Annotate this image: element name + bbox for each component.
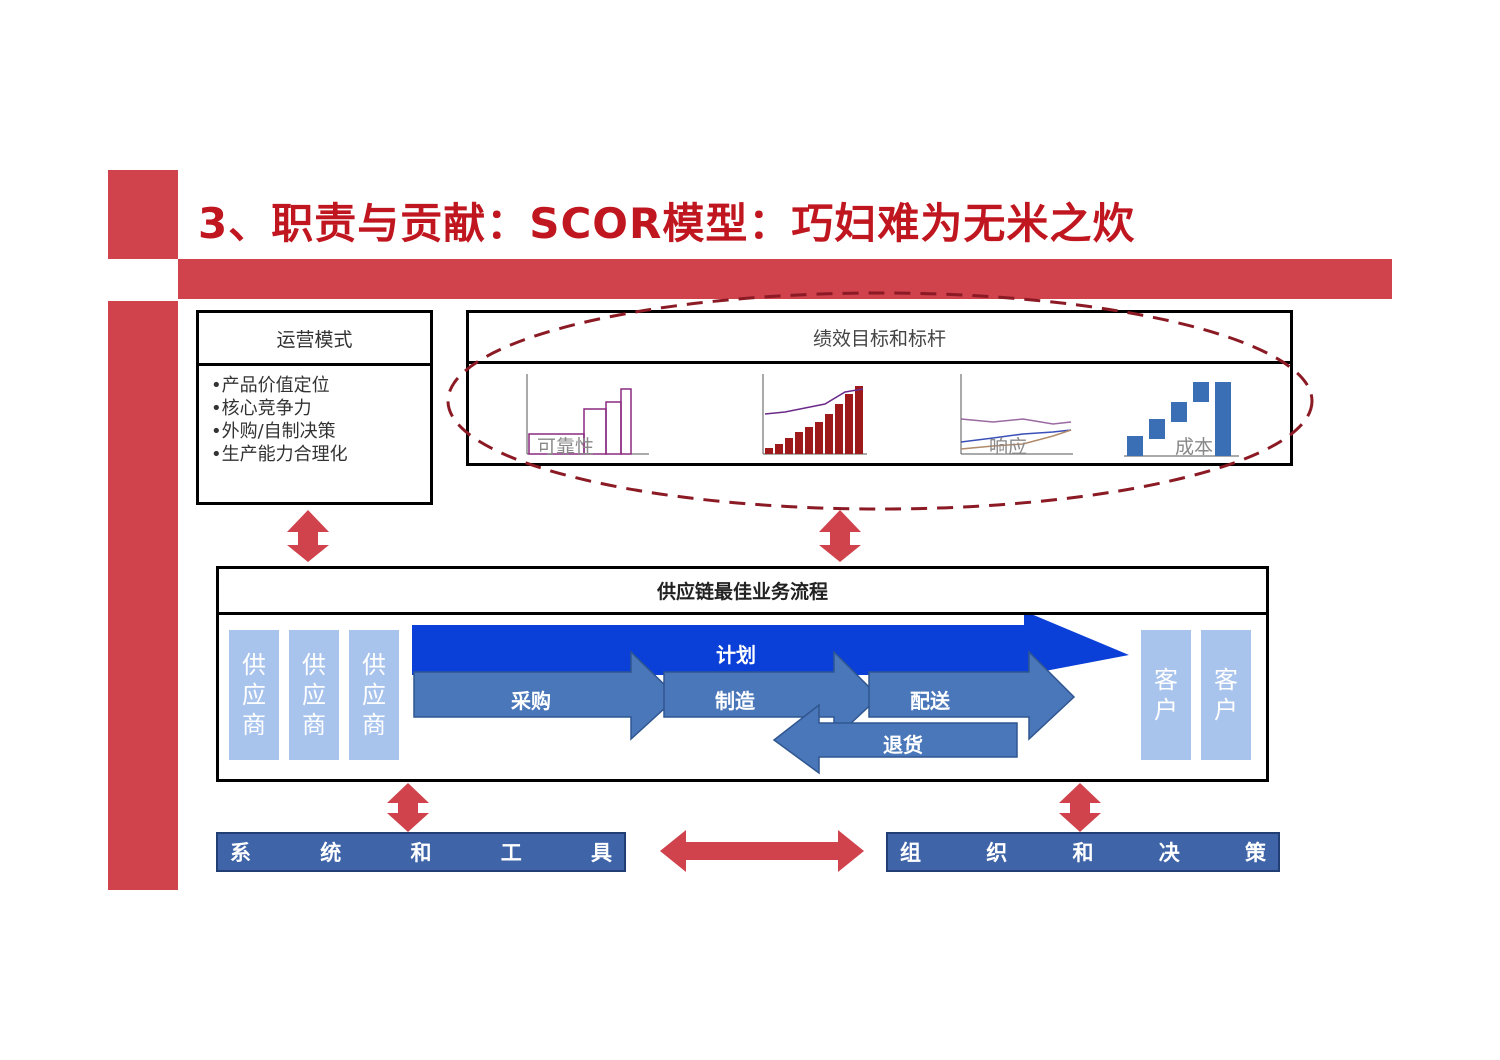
systems-tools-bar: 系 统 和 工 具 <box>216 832 626 872</box>
organization-char: 组 <box>900 841 921 865</box>
systems-char: 具 <box>591 841 612 865</box>
performance-title: 绩效目标和标杆 <box>812 327 946 350</box>
supplier-box: 供 应 商 <box>289 630 339 760</box>
double-arrow-org <box>1059 783 1101 832</box>
red-top-band <box>178 259 1392 299</box>
double-arrow-horizontal <box>660 830 864 872</box>
supplier-box: 供 应 商 <box>229 630 279 760</box>
process-arrows <box>412 615 1129 775</box>
red-left-band <box>108 301 178 890</box>
operations-item: •外购/自制决策 <box>211 421 336 442</box>
organization-char: 策 <box>1245 841 1266 865</box>
plan-arrow <box>412 615 1129 675</box>
reliability-chart <box>526 374 649 455</box>
operations-list: •产品价值定位 •核心竞争力 •外购/自制决策 •生产能力合理化 <box>196 363 433 505</box>
operations-item: •核心竞争力 <box>211 398 312 419</box>
source-label: 采购 <box>511 689 551 713</box>
plan-label: 计划 <box>716 643 756 667</box>
systems-char: 和 <box>410 841 432 865</box>
process-title: 供应链最佳业务流程 <box>656 581 828 603</box>
process-header: 供应链最佳业务流程 <box>216 566 1269 615</box>
deliver-arrow <box>868 650 1076 741</box>
double-arrow-systems <box>387 783 429 832</box>
systems-char: 系 <box>230 841 251 865</box>
customer-box: 客 户 <box>1141 630 1191 760</box>
operations-item: •产品价值定位 <box>211 375 330 396</box>
growth-chart <box>762 374 867 455</box>
process-body: 供 应 商 供 应 商 供 应 商 客 户 客 户 计划 采购 制造 配送 退货 <box>216 612 1269 782</box>
supplier-box: 供 应 商 <box>349 630 399 760</box>
cost-label: 成本 <box>1175 436 1214 458</box>
make-arrow <box>663 650 881 741</box>
organization-char: 和 <box>1072 841 1094 865</box>
double-arrow-perf <box>819 510 861 562</box>
make-label: 制造 <box>715 689 755 713</box>
cost-chart <box>1124 382 1239 457</box>
double-arrow-ops <box>287 510 329 562</box>
operations-header: 运营模式 <box>196 310 433 366</box>
return-label: 退货 <box>883 733 923 757</box>
systems-char: 统 <box>320 841 342 865</box>
highlight-ellipse <box>446 291 1314 511</box>
red-top-tab <box>108 170 178 259</box>
response-label: 响应 <box>989 436 1028 458</box>
deliver-label: 配送 <box>910 689 950 713</box>
return-arrow <box>772 703 1018 775</box>
page-title: 3、职责与贡献：SCOR模型：巧妇难为无米之炊 <box>198 199 1136 248</box>
operations-item: •生产能力合理化 <box>211 444 348 465</box>
systems-char: 工 <box>500 841 522 865</box>
performance-charts: 可靠性 响应 成本 <box>466 361 1293 466</box>
customer-box: 客 户 <box>1201 630 1251 760</box>
organization-decision-bar: 组 织 和 决 策 <box>886 832 1280 872</box>
source-arrow <box>413 650 679 741</box>
response-chart <box>960 374 1073 455</box>
reliability-label: 可靠性 <box>537 436 595 458</box>
organization-char: 决 <box>1158 841 1180 865</box>
operations-title: 运营模式 <box>276 328 353 351</box>
organization-char: 织 <box>986 841 1008 865</box>
